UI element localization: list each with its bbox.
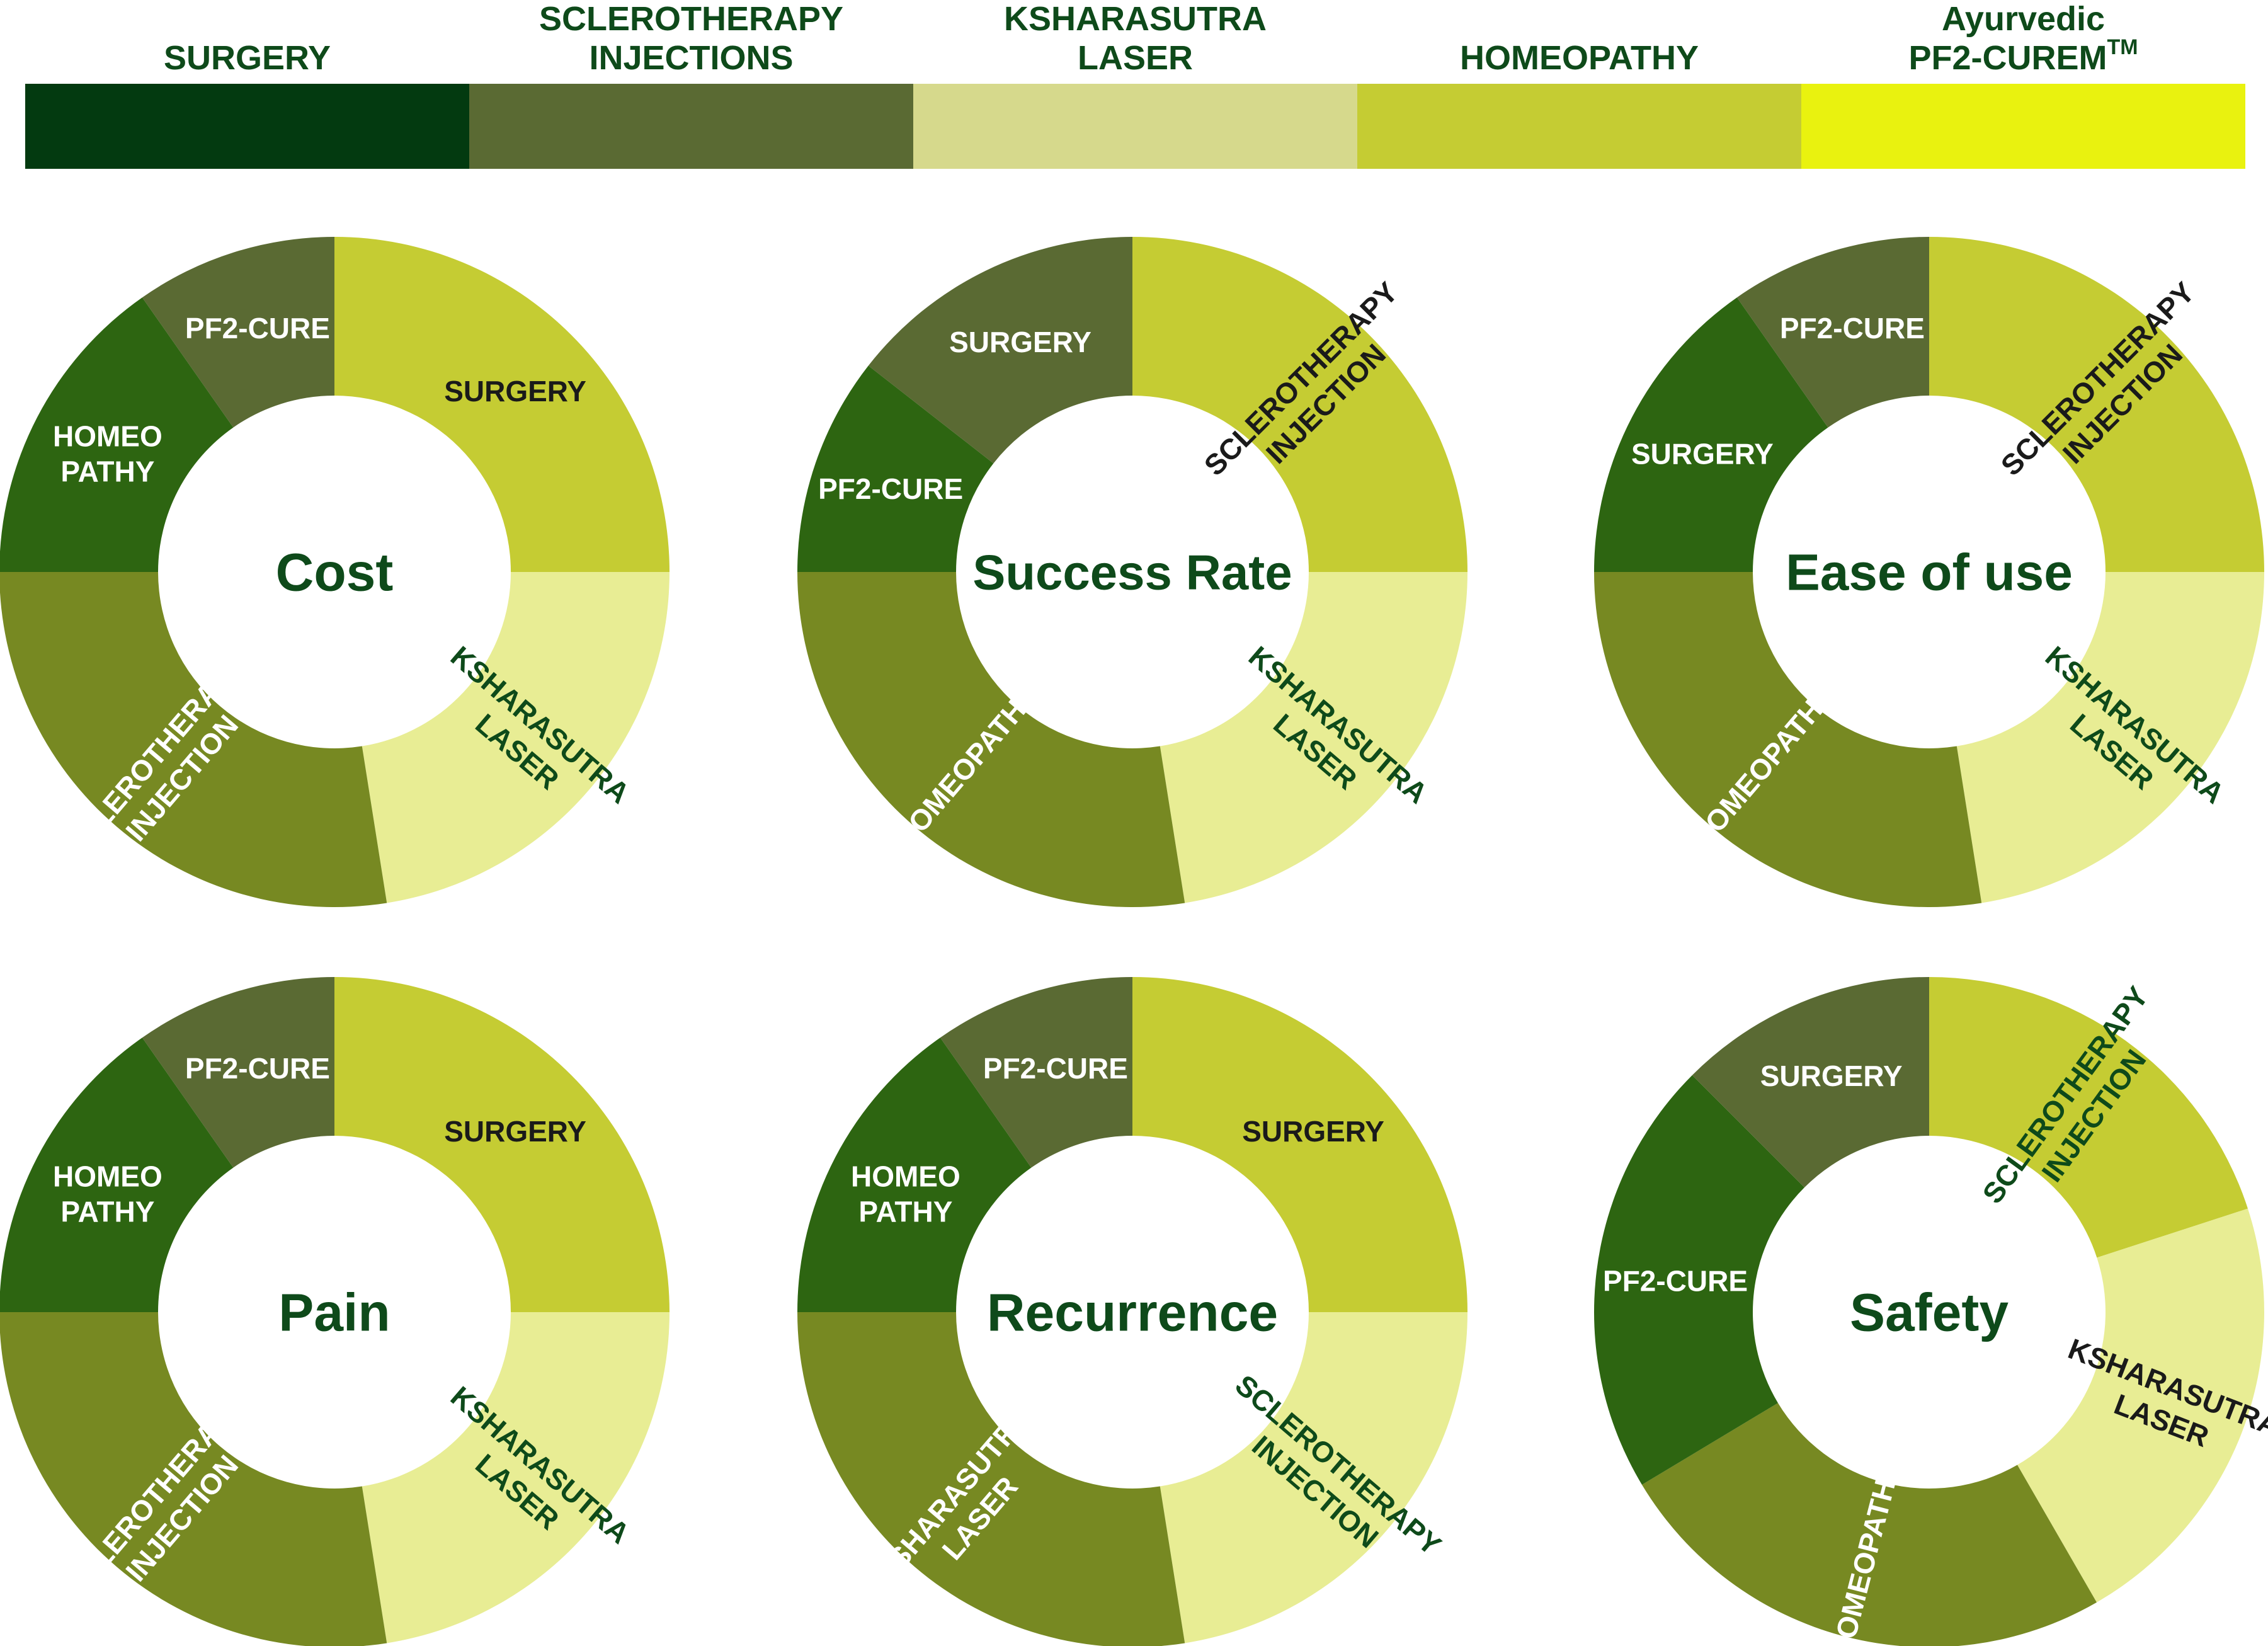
segment-sclerotherapy-injection bbox=[0, 1312, 387, 1646]
donut-title: Pain bbox=[278, 1283, 390, 1342]
segment-label-group: SURGERY bbox=[1760, 1060, 1903, 1092]
segment-sclerotherapy-injection bbox=[1132, 237, 1467, 572]
donut-recurrence: SURGERYSCLEROTHERAPYINJECTIONKSHARASUTRA… bbox=[797, 977, 1467, 1646]
segment-pf2-cure bbox=[142, 237, 334, 428]
segment-pf2-cure bbox=[142, 977, 334, 1168]
segment-label: PF2-CURE bbox=[983, 1052, 1128, 1085]
legend-label: SURGERY bbox=[164, 39, 331, 77]
segment-ksharasutra-laser bbox=[1160, 572, 1467, 903]
legend-swatch-surgery bbox=[25, 84, 469, 169]
segment-label: SURGERY bbox=[949, 326, 1091, 358]
segment-label: SURGERY bbox=[1760, 1060, 1903, 1092]
legend-label: LASER bbox=[1078, 39, 1193, 77]
segment-label-group: PF2-CURE bbox=[1603, 1265, 1748, 1298]
segment-label-group: SURGERY bbox=[444, 1115, 586, 1148]
segment-label: HOMEO bbox=[53, 420, 162, 453]
segment-label: SURGERY bbox=[444, 375, 586, 408]
donut-charts: SURGERYKSHARASUTRALASERSCLEROTHERAPYINJE… bbox=[0, 237, 2268, 1646]
segment-homeopathy bbox=[1594, 572, 1982, 907]
segment-label-group: SURGERY bbox=[1242, 1115, 1384, 1148]
segment-label: SURGERY bbox=[1242, 1115, 1384, 1148]
segment-sclerotherapy-injection bbox=[1929, 977, 2248, 1258]
legend-swatch-pf2-curem bbox=[1801, 84, 2245, 169]
donut-cost: SURGERYKSHARASUTRALASERSCLEROTHERAPYINJE… bbox=[0, 237, 670, 907]
segment-label-group: HOMEOPATHY bbox=[53, 1160, 162, 1228]
segment-label: PF2-CURE bbox=[185, 312, 330, 345]
legend-label: PF2-CUREMTM bbox=[1908, 35, 2138, 77]
segment-surgery bbox=[334, 977, 670, 1312]
segment-label-group: PF2-CURE bbox=[983, 1052, 1128, 1085]
segment-surgery bbox=[1692, 977, 1929, 1188]
segment-label: PATHY bbox=[858, 1196, 952, 1228]
segment-label-group: PF2-CURE bbox=[1780, 312, 1925, 345]
segment-label: PF2-CURE bbox=[185, 1052, 330, 1085]
donut-title: Cost bbox=[276, 542, 394, 602]
segment-label-group: SURGERY bbox=[949, 326, 1091, 358]
segment-ksharasutra-laser bbox=[1956, 572, 2264, 903]
segment-label-group: PF2-CURE bbox=[185, 1052, 330, 1085]
legend-label: HOMEOPATHY bbox=[1460, 39, 1699, 77]
segment-sclerotherapy-injection bbox=[1160, 1312, 1467, 1643]
legend-label: INJECTIONS bbox=[589, 39, 793, 77]
segment-label: SURGERY bbox=[444, 1115, 586, 1148]
segment-surgery bbox=[1594, 297, 1828, 572]
segment-label: PATHY bbox=[60, 455, 154, 488]
donut-success-rate: SCLEROTHERAPYINJECTIONKSHARASUTRALASERHO… bbox=[797, 237, 1467, 907]
segment-sclerotherapy-injection bbox=[1929, 237, 2264, 572]
legend-label: KSHARASUTRA bbox=[1004, 0, 1267, 38]
segment-label: PF2-CURE bbox=[1603, 1265, 1748, 1298]
segment-ksharasutra-laser bbox=[362, 1312, 670, 1643]
segment-label: HOMEO bbox=[851, 1160, 960, 1193]
segment-homeo-pathy bbox=[0, 297, 234, 572]
segment-surgery bbox=[868, 237, 1132, 464]
segment-label-group: PF2-CURE bbox=[818, 472, 963, 505]
segment-pf2-cure bbox=[797, 365, 994, 572]
trademark-superscript: TM bbox=[2107, 35, 2138, 59]
segment-pf2-cure bbox=[940, 977, 1132, 1168]
donut-title: Ease of use bbox=[1786, 544, 2073, 602]
segment-ksharasutra-laser bbox=[797, 1312, 1185, 1646]
donut-pain: SURGERYKSHARASUTRALASERSCLEROTHERAPYINJE… bbox=[0, 977, 670, 1646]
segment-surgery bbox=[1132, 977, 1467, 1312]
segment-surgery bbox=[334, 237, 670, 572]
donut-title: Safety bbox=[1850, 1283, 2009, 1342]
segment-label: HOMEO bbox=[53, 1160, 162, 1193]
segment-label-group: PF2-CURE bbox=[185, 312, 330, 345]
segment-label-group: SURGERY bbox=[1631, 438, 1774, 471]
segment-label: SURGERY bbox=[1631, 438, 1774, 471]
segment-homeopathy bbox=[1641, 1403, 2097, 1646]
legend-swatch-injections bbox=[469, 84, 913, 169]
segment-label-group: HOMEOPATHY bbox=[53, 420, 162, 488]
legend-swatch-laser bbox=[913, 84, 1357, 169]
segment-label: PF2-CURE bbox=[1780, 312, 1925, 345]
segment-label: PF2-CURE bbox=[818, 472, 963, 505]
segment-ksharasutra-laser bbox=[362, 572, 670, 903]
legend-swatch-homeopathy bbox=[1357, 84, 1801, 169]
segment-homeo-pathy bbox=[797, 1037, 1032, 1312]
donut-safety: SCLEROTHERAPYINJECTIONKSHARASUTRALASERHO… bbox=[1594, 977, 2268, 1646]
segment-homeopathy bbox=[797, 572, 1185, 907]
segment-label-group: HOMEOPATHY bbox=[851, 1160, 960, 1228]
segment-pf2-cure bbox=[1736, 237, 1929, 428]
segment-ksharasutra-laser bbox=[2017, 1208, 2265, 1603]
segment-sclerotherapy-injection bbox=[0, 572, 387, 907]
segment-label-group: SURGERY bbox=[444, 375, 586, 408]
legend-label: SCLEROTHERAPY bbox=[539, 0, 843, 38]
segment-pf2-cure bbox=[1594, 1075, 1805, 1485]
legend-label: Ayurvedic bbox=[1942, 0, 2105, 38]
donut-title: Success Rate bbox=[972, 544, 1292, 600]
segment-homeo-pathy bbox=[0, 1037, 234, 1312]
donut-ease-of-use: SCLEROTHERAPYINJECTIONKSHARASUTRALASERHO… bbox=[1594, 237, 2264, 907]
donut-title: Recurrence bbox=[987, 1283, 1278, 1342]
segment-label: PATHY bbox=[60, 1196, 154, 1228]
